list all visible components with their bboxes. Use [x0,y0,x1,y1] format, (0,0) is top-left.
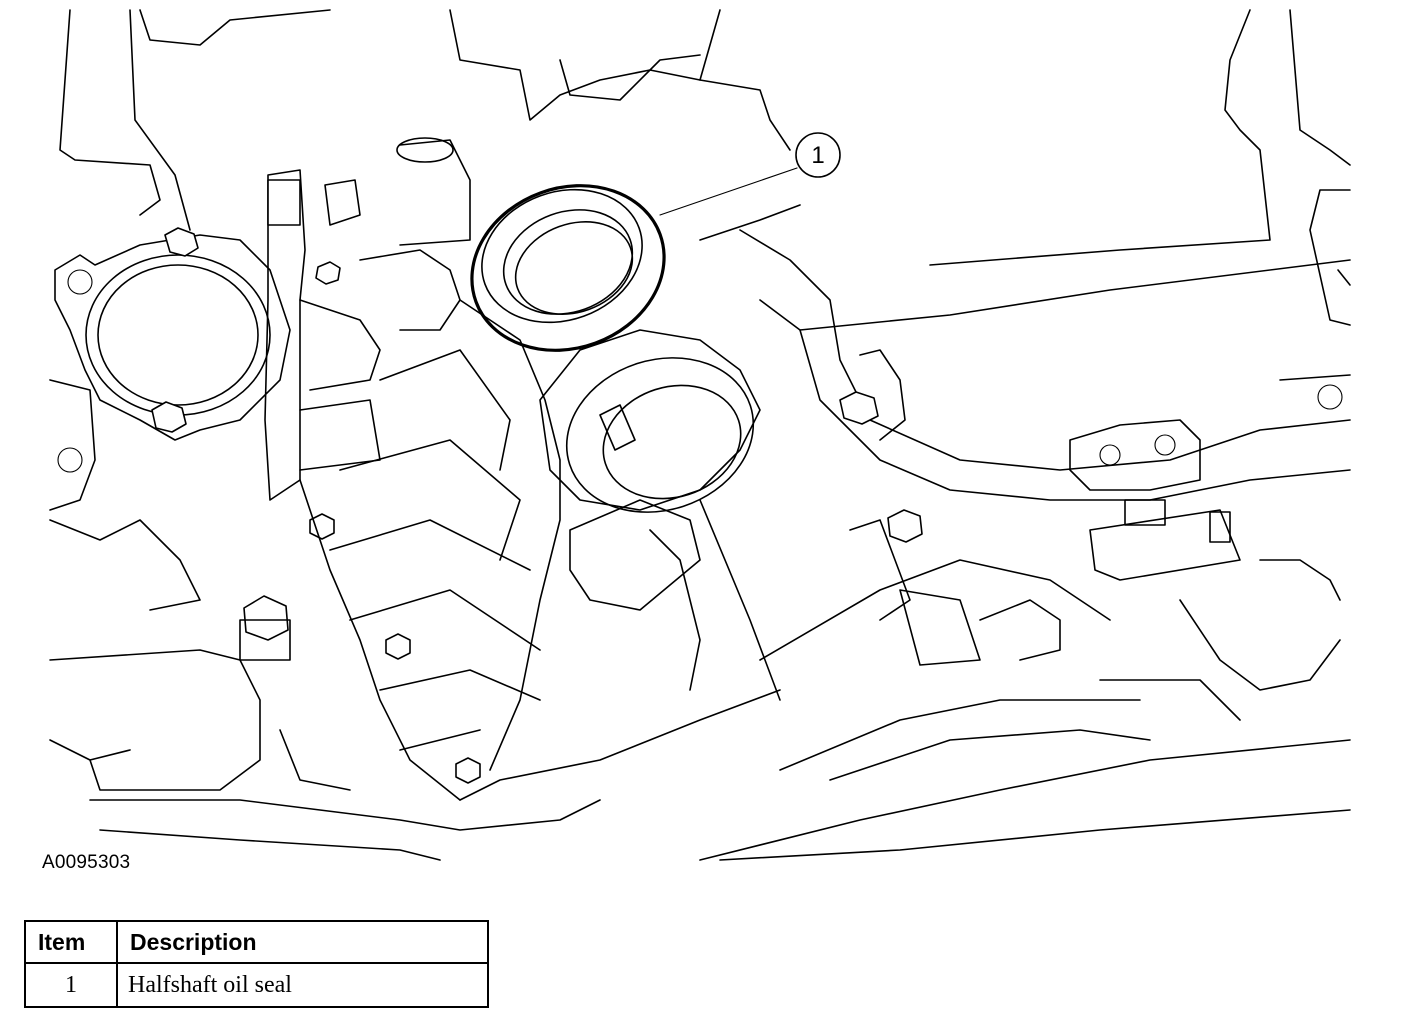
transaxle-illustration: 1 [49,9,1351,861]
legend-table: Item Description 1 Halfshaft oil seal [24,920,489,1008]
upper-housing-outline [59,9,1351,331]
figure-id: A0095303 [42,852,131,873]
ribbed-case [239,299,561,801]
legend-row: 1 Halfshaft oil seal [24,962,489,1008]
callout-1: 1 [659,132,841,216]
lower-case [569,499,1351,861]
lower-left-base [49,649,781,861]
legend-header-row: Item Description [24,920,489,964]
halfshaft-bore [539,329,761,513]
flange-housing [49,227,291,611]
sensor-bracket [264,169,381,540]
halfshaft-oil-seal [470,184,666,352]
actuator-cylinder [359,137,471,331]
legend-item-description: Halfshaft oil seal [116,962,489,1008]
legend-header-description: Description [116,920,489,964]
legend-header-item: Item [24,920,118,964]
callout-1-label: 1 [811,142,824,169]
legend-item-number: 1 [24,962,118,1008]
case-flange-right [739,229,1351,691]
